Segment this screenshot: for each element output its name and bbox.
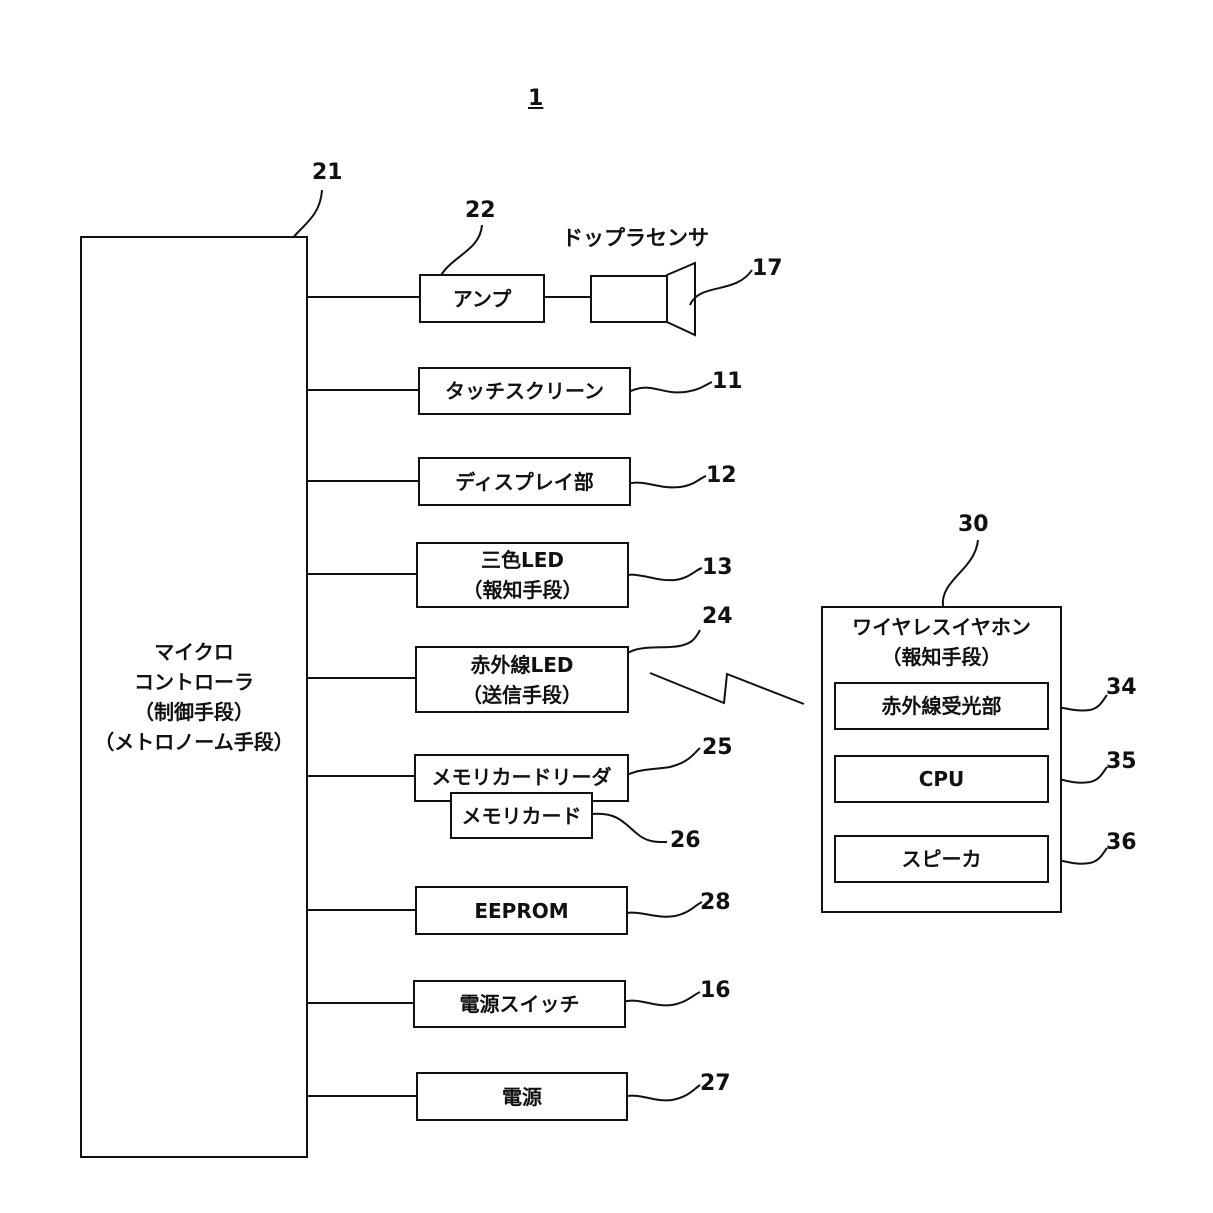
display-block: ディスプレイ部: [418, 457, 631, 506]
controller-line-2: コントローラ: [134, 670, 254, 694]
ir-signal-icon: [649, 672, 805, 705]
figure-number: 1: [528, 86, 544, 111]
ref-35: 35: [1106, 749, 1137, 774]
ref-25: 25: [702, 735, 733, 760]
ref-21: 21: [312, 160, 343, 185]
leader-12: [617, 475, 707, 489]
power-block: 電源: [416, 1072, 628, 1121]
touch-screen-block: タッチスクリーン: [418, 367, 631, 415]
power-switch-label: 電源スイッチ: [459, 992, 580, 1016]
doppler-sensor-label: ドップラセンサ: [562, 226, 709, 250]
eeprom-block: EEPROM: [415, 886, 628, 935]
leader-26: [591, 812, 668, 844]
ir-led-line-1: 赤外線LED: [470, 652, 574, 677]
ref-26: 26: [670, 828, 701, 853]
controller-line-4: （メトロノーム手段）: [94, 730, 294, 754]
leader-24: [617, 629, 701, 663]
ref-28: 28: [700, 890, 731, 915]
memory-card-block: メモリカード: [450, 792, 593, 839]
leader-28: [611, 901, 703, 919]
display-label: ディスプレイ部: [455, 469, 594, 494]
ref-12: 12: [706, 463, 737, 488]
leader-30: [941, 539, 979, 607]
ref-11: 11: [712, 369, 743, 394]
ref-17: 17: [752, 256, 783, 281]
ir-receiver-block: 赤外線受光部: [834, 682, 1049, 730]
ref-36: 36: [1106, 830, 1137, 855]
amp-label: アンプ: [452, 286, 512, 311]
ref-24: 24: [702, 604, 733, 629]
ir-led-line-2: （送信手段）: [462, 682, 582, 707]
speaker-label: スピーカ: [901, 847, 982, 871]
memory-card-label: メモリカード: [461, 803, 582, 828]
leader-17: [689, 269, 753, 306]
leader-13: [611, 567, 703, 582]
ref-34: 34: [1106, 675, 1137, 700]
tricolor-led-line-2: （報知手段）: [462, 578, 583, 602]
tricolor-led-line-1: 三色LED: [480, 548, 564, 572]
microcontroller-block: マイクロ コントローラ （制御手段） （メトロノーム手段）: [80, 236, 308, 1158]
sensor-horn: [666, 261, 696, 337]
earphone-line-1: ワイヤレスイヤホン: [852, 615, 1031, 639]
ref-27: 27: [700, 1071, 731, 1096]
leader-27: [613, 1084, 701, 1102]
ref-30: 30: [958, 512, 989, 537]
ref-16: 16: [700, 978, 731, 1003]
ir-led-block: 赤外線LED （送信手段）: [415, 646, 629, 713]
earphone-line-2: （報知手段）: [881, 645, 1002, 669]
leader-11: [626, 381, 713, 394]
power-switch-block: 電源スイッチ: [413, 980, 626, 1028]
ir-receiver-label: 赤外線受光部: [881, 694, 1002, 718]
speaker-block: スピーカ: [834, 835, 1049, 883]
amp-block: アンプ: [419, 274, 545, 323]
leader-16: [613, 991, 701, 1007]
controller-line-1: マイクロ: [154, 640, 234, 664]
power-label: 電源: [502, 1084, 542, 1109]
ref-22: 22: [465, 198, 496, 223]
cpu-label: CPU: [918, 767, 965, 791]
leader-25: [616, 747, 701, 782]
cpu-block: CPU: [834, 755, 1049, 803]
doppler-sensor-block: [590, 275, 668, 323]
ref-13: 13: [702, 555, 733, 580]
controller-line-3: （制御手段）: [134, 700, 254, 724]
eeprom-label: EEPROM: [474, 898, 569, 923]
touch-screen-label: タッチスクリーン: [445, 379, 604, 403]
card-reader-label: メモリカードリーダ: [431, 765, 612, 789]
tricolor-led-block: 三色LED （報知手段）: [416, 542, 629, 608]
